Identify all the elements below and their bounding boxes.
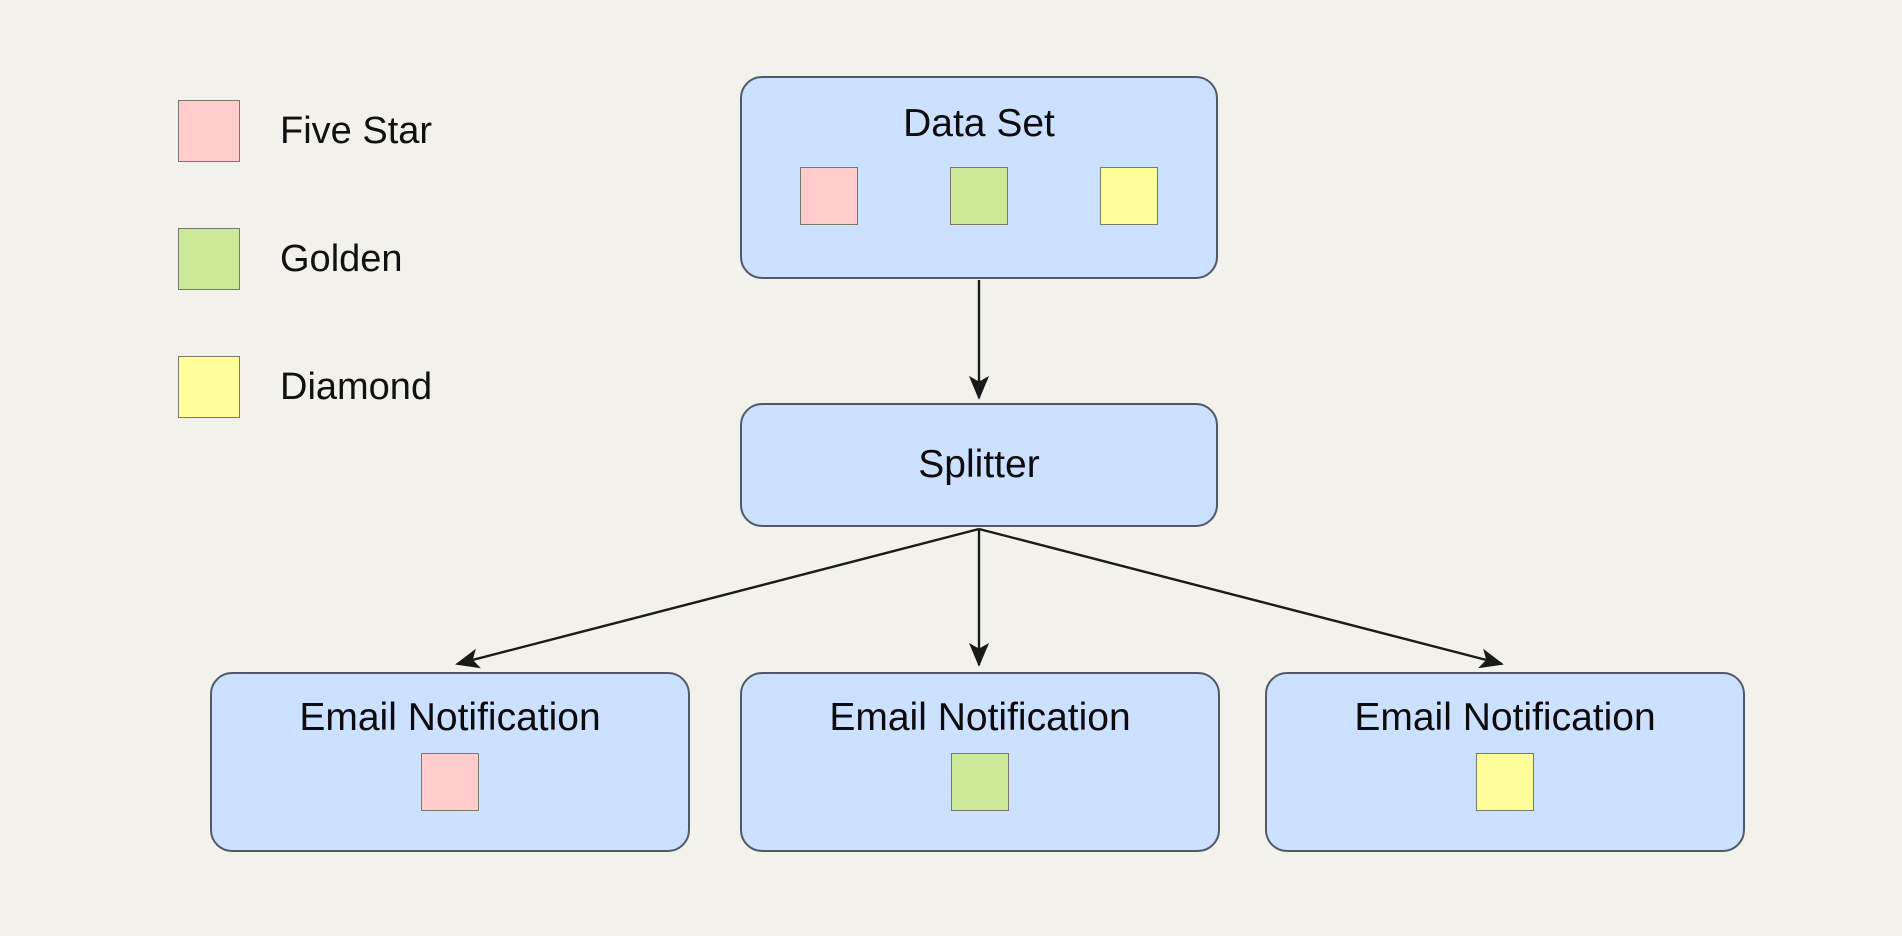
node-email-notification-label: Email Notification (829, 696, 1131, 739)
node-data-set-label: Data Set (903, 102, 1055, 145)
legend-label-golden: Golden (280, 238, 403, 280)
chip-golden-icon (951, 752, 1009, 811)
node-email-notification-five-star[interactable]: Email Notification (210, 672, 690, 852)
chip-diamond-icon (1100, 166, 1158, 225)
node-email-chips (951, 752, 1009, 811)
node-data-set[interactable]: Data Set (740, 76, 1218, 279)
legend-swatch-five-star-icon (178, 100, 240, 162)
node-data-set-chips (742, 166, 1216, 225)
legend-item-diamond: Diamond (178, 356, 598, 420)
node-splitter[interactable]: Splitter (740, 403, 1218, 527)
legend-swatch-diamond-icon (178, 356, 240, 418)
legend-swatch-golden-icon (178, 228, 240, 290)
legend-item-five-star: Five Star (178, 100, 598, 164)
node-email-notification-label: Email Notification (299, 696, 601, 739)
node-email-chips (1476, 752, 1534, 811)
node-email-notification-golden[interactable]: Email Notification (740, 672, 1220, 852)
node-email-chips (421, 752, 479, 811)
chip-five-star-icon (421, 752, 479, 811)
legend-label-five-star: Five Star (280, 110, 433, 152)
node-splitter-label: Splitter (918, 442, 1040, 486)
legend-label-diamond: Diamond (280, 366, 433, 408)
legend: Five Star Golden Diamond (178, 100, 598, 484)
edge-splitter-to-email-3 (978, 527, 1504, 669)
chip-diamond-icon (1476, 752, 1534, 811)
chip-golden-icon (950, 166, 1008, 225)
chip-five-star-icon (800, 166, 858, 225)
edge-splitter-to-email-1 (455, 527, 980, 669)
legend-item-golden: Golden (178, 228, 598, 292)
node-email-notification-diamond[interactable]: Email Notification (1265, 672, 1745, 852)
node-email-notification-label: Email Notification (1354, 696, 1656, 739)
